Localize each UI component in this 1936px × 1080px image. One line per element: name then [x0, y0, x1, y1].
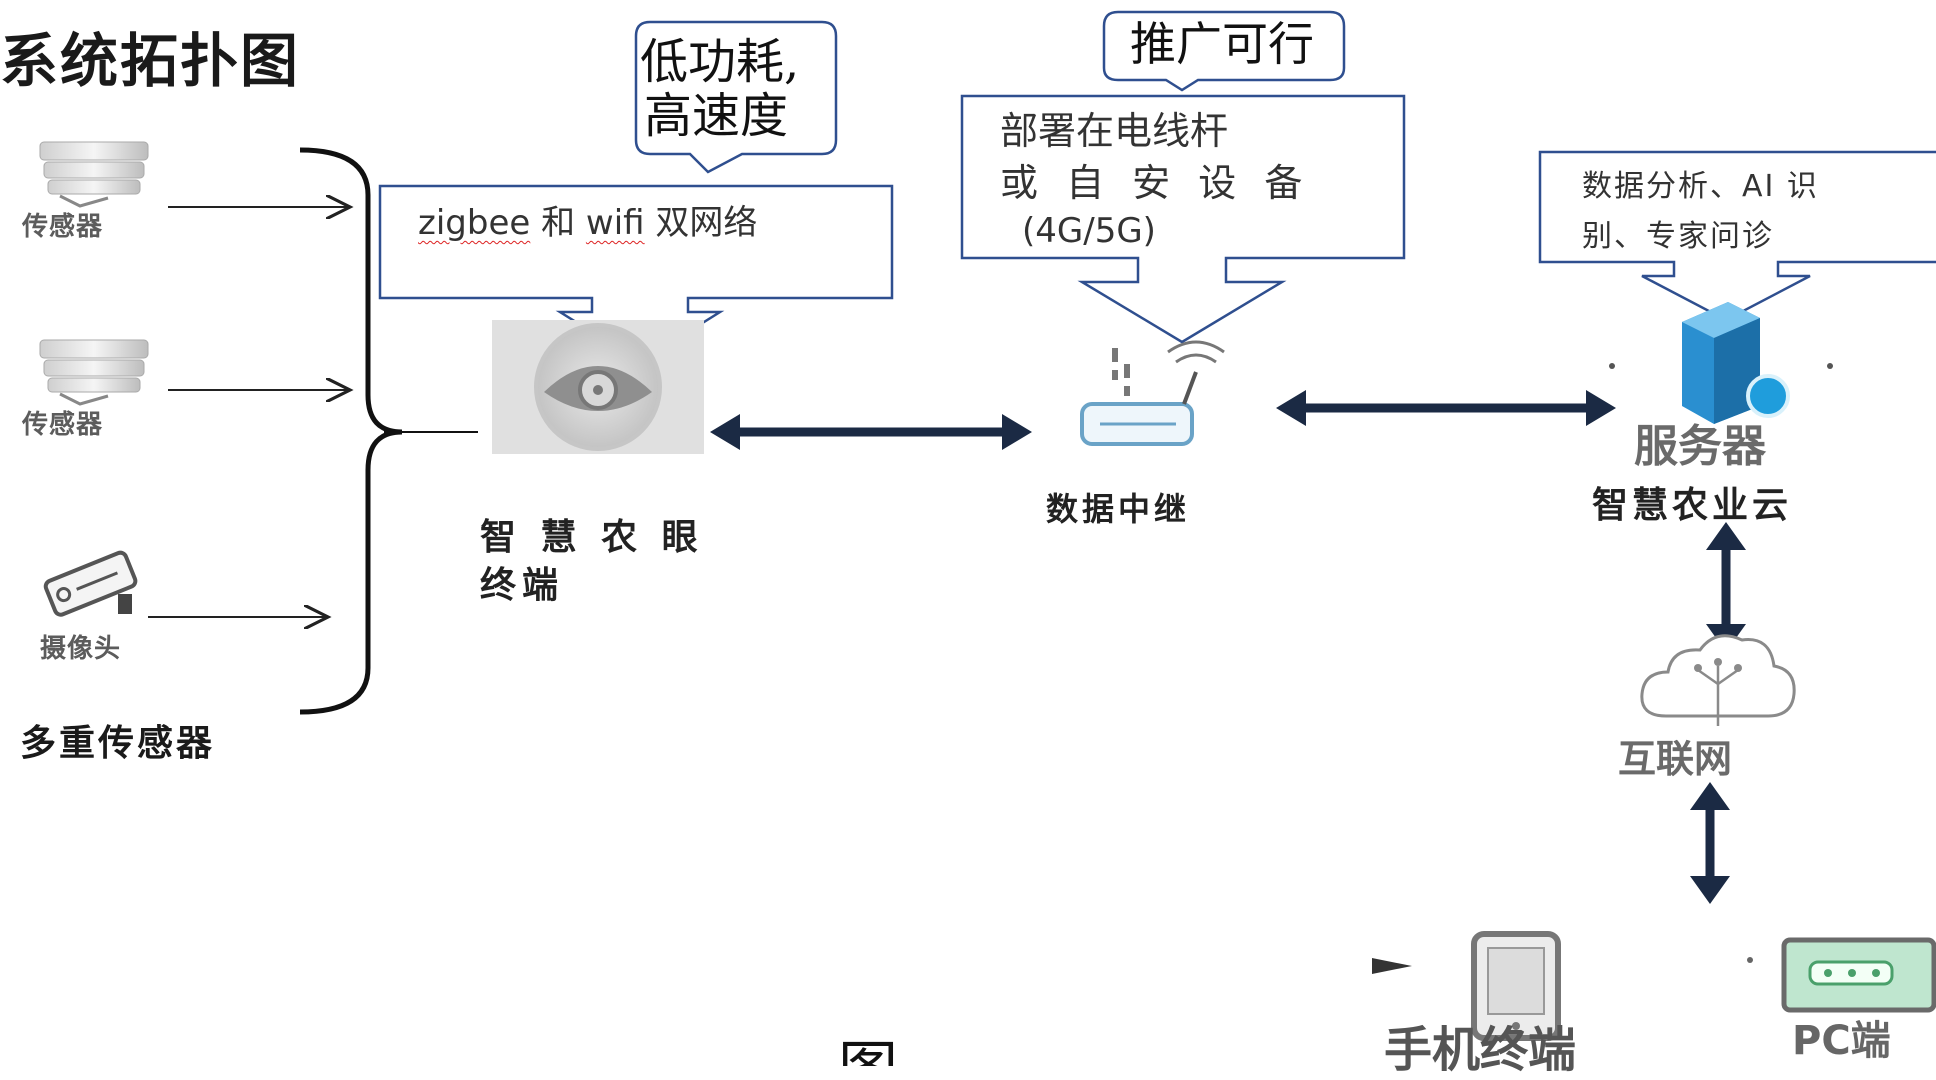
terminal-callout-line1: 低功耗,	[640, 34, 800, 90]
relay-box-line3: (4G/5G)	[1022, 211, 1156, 251]
network-box-text: zigbee 和 wifi 双网络	[418, 198, 757, 248]
sensor-1-label: 传感器	[22, 212, 104, 242]
network-and: 和	[530, 203, 586, 243]
network-zigbee: zigbee	[418, 203, 531, 243]
phone-icon	[1372, 931, 1561, 1041]
cloud-internet-double-arrow	[1706, 522, 1746, 652]
internet-clients-double-arrow	[1690, 782, 1730, 904]
relay-box	[960, 94, 1406, 344]
server-label: 服务器	[1634, 421, 1766, 472]
cloud-box-line2: 别、专家问诊	[1582, 219, 1774, 254]
relay-box-line1: 部署在电线杆	[1000, 109, 1229, 153]
terminal-callout-line2: 高速度	[644, 88, 789, 144]
internet-label: 互联网	[1618, 737, 1733, 781]
relay-callout-shape	[1102, 10, 1346, 92]
phone-label: 手机终端	[1384, 1022, 1577, 1078]
cloud-analysis-box	[1538, 150, 1936, 322]
relay-box-line2: 或 自 安 设 备	[1000, 161, 1311, 205]
pc-icon	[1747, 937, 1936, 1013]
sensor-2-label: 传感器	[22, 410, 104, 440]
network-suffix: 双网络	[644, 203, 758, 243]
page-title: 系统拓扑图	[0, 27, 301, 95]
terminal-callout-shape	[634, 20, 838, 174]
router-icon	[1080, 340, 1225, 446]
relay-label: 数据中继	[1046, 490, 1191, 528]
smart-eye-terminal-icon	[492, 320, 704, 454]
cloud-label: 智慧农业云	[1592, 485, 1793, 526]
network-wifi: wifi	[585, 203, 645, 243]
internet-cloud-icon	[1640, 634, 1796, 726]
terminal-label-line1: 智 慧 农 眼	[480, 517, 704, 558]
camera-label: 摄像头	[40, 634, 122, 664]
server-icon	[1609, 302, 1833, 424]
sensor-group-label: 多重传感器	[20, 723, 216, 764]
relay-server-double-arrow	[1276, 390, 1616, 426]
cloud-box-line1: 数据分析、AI 识	[1582, 169, 1819, 204]
camera-icon	[43, 550, 138, 617]
relay-callout-text: 推广可行	[1130, 17, 1314, 71]
pc-label: PC端	[1792, 1018, 1891, 1064]
terminal-label-line2: 终端	[480, 565, 565, 606]
terminal-relay-double-arrow	[710, 414, 1032, 450]
bottom-caption-partial: 图	[838, 1040, 898, 1066]
sensor-1-icon	[39, 141, 149, 208]
sensor-2-icon	[39, 339, 149, 406]
